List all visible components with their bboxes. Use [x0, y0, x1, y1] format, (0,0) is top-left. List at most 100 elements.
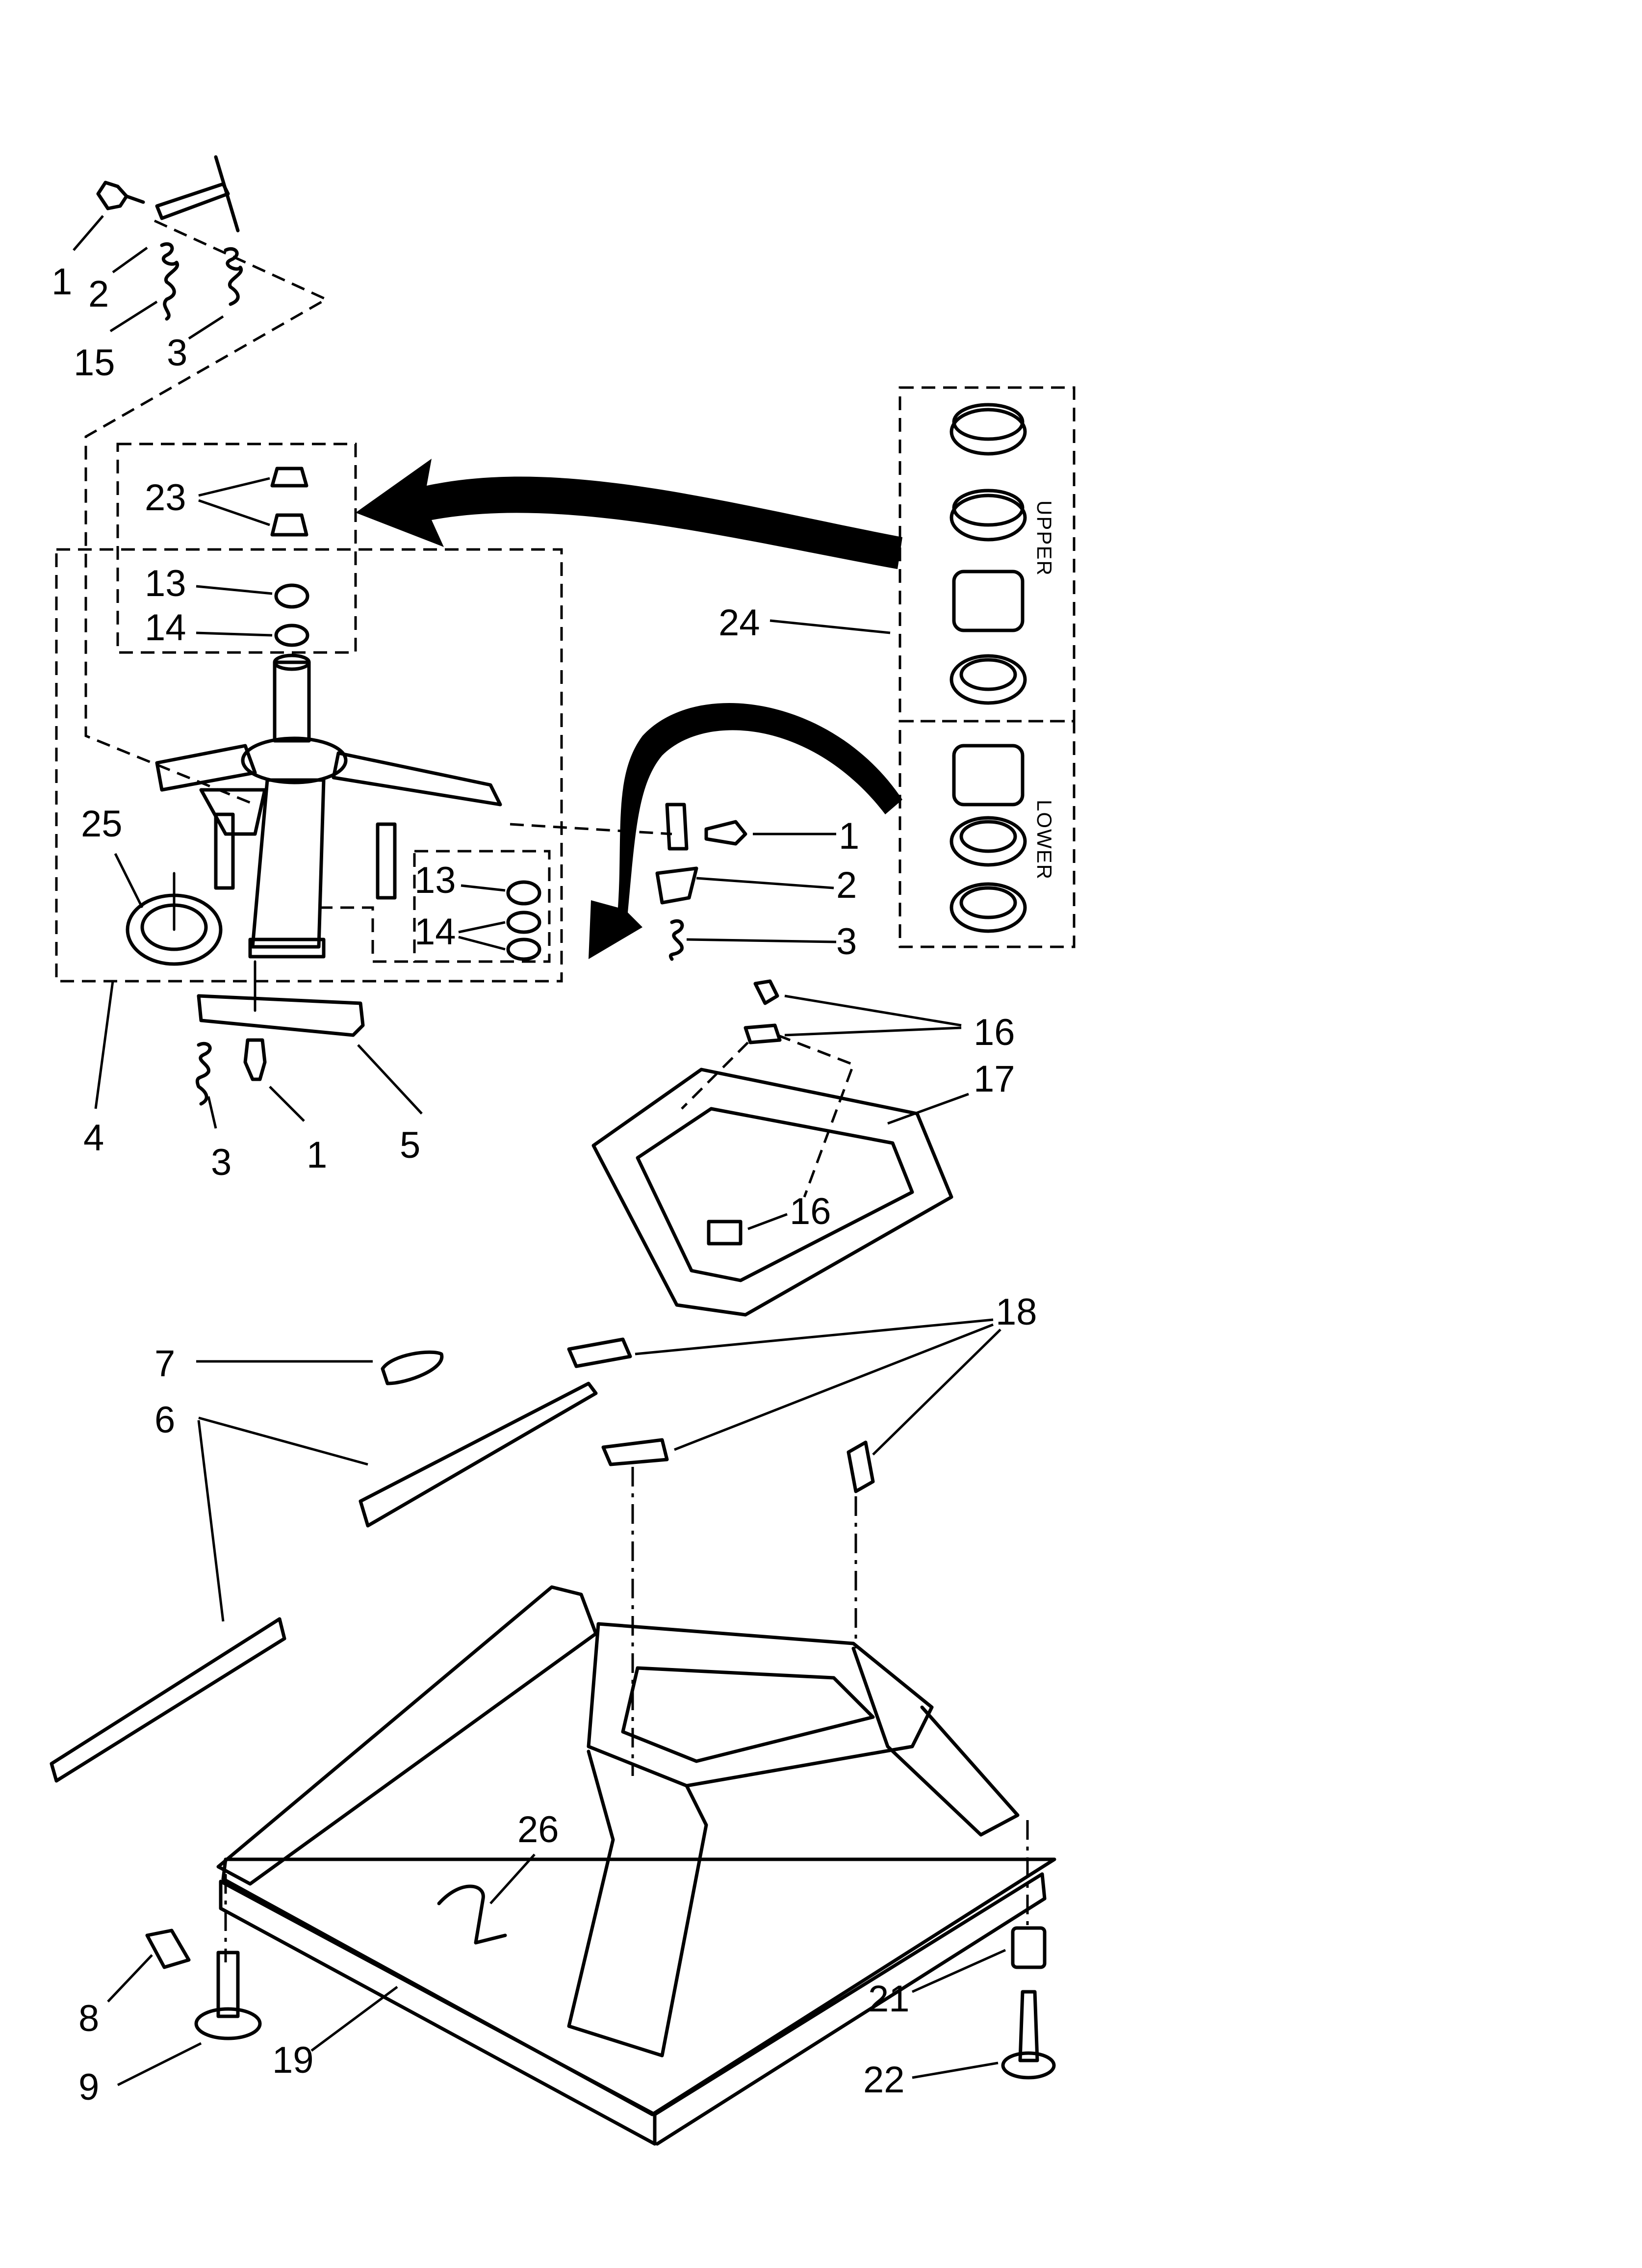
base-top-plate: [587, 1622, 934, 1788]
leader-3-right: [686, 938, 837, 943]
base-top-opening: [621, 1666, 875, 1763]
callout-14-a: 14: [145, 607, 186, 649]
callout-22: 22: [863, 2059, 905, 2101]
clip-16-a: [753, 979, 779, 1005]
leader-23-b: [198, 499, 270, 526]
transmission-assembly-box: [55, 548, 563, 983]
bushing-23-b: [270, 513, 308, 537]
leader-13-b: [461, 884, 506, 892]
bushing-14-b: [506, 911, 541, 934]
callout-3-bottom: 3: [211, 1142, 231, 1183]
callout-3-right: 3: [836, 921, 857, 963]
dashed-link-inner: [319, 906, 417, 963]
base-right-edge: [653, 1872, 1047, 2146]
callout-2-right: 2: [836, 864, 857, 906]
screw-part-1-right: [704, 820, 747, 846]
bracket-part-2-right: [665, 803, 689, 851]
dashed-assembly-line-top: [84, 219, 329, 806]
upper-ring-inner: [959, 658, 1017, 691]
leader-6-a: [198, 1416, 368, 1466]
spider-arm-right: [332, 751, 502, 807]
bracket-arm: [214, 155, 240, 233]
bracket-clip: [655, 866, 698, 905]
spring-part-15: [160, 242, 179, 321]
bushing-13-b: [506, 880, 541, 906]
pad-18-b: [601, 1438, 669, 1466]
base-leg-right: [851, 1646, 1020, 1837]
gear-case-base: [248, 938, 326, 959]
callout-5: 5: [400, 1124, 420, 1166]
spring-part-7: [381, 1350, 444, 1385]
clip-16-b: [744, 1023, 782, 1044]
arrow-lower-to-inset: [589, 703, 902, 959]
lower-kit-box: [898, 720, 1076, 948]
leader-9: [117, 2042, 202, 2086]
callout-24: 24: [718, 602, 760, 644]
upper-seal-1-top: [952, 403, 1025, 441]
callout-19: 19: [272, 2039, 314, 2081]
callout-16-mid: 16: [790, 1191, 831, 1232]
lower-bearing-gear: [952, 744, 1025, 807]
spider-arm-left: [155, 744, 257, 792]
leader-22: [912, 2061, 999, 2079]
bushing-14-c: [506, 938, 541, 961]
leader-23-a: [198, 477, 270, 497]
callout-8: 8: [78, 1998, 99, 2039]
callout-25: 25: [81, 803, 123, 845]
hook-part-26: [437, 1884, 507, 1945]
leader-25: [114, 853, 144, 909]
foot-pad-22: [1001, 2051, 1056, 2080]
callout-16-top: 16: [974, 1012, 1015, 1053]
leader-14-a: [196, 631, 273, 637]
leader-8: [107, 1954, 153, 2003]
screw-tip: [125, 194, 145, 204]
upper-kit-label: UPPER: [1033, 500, 1056, 576]
bushing-23-a: [270, 467, 308, 488]
bracket-part-2-top: [155, 182, 230, 220]
drive-shaft: [273, 660, 311, 743]
bushing-14-a: [274, 624, 309, 647]
dashed-link-bracket: [510, 823, 672, 835]
lower-ring-2-inner: [959, 886, 1017, 919]
bushing-13-a: [274, 583, 309, 609]
leader-16-mid: [747, 1213, 788, 1230]
callout-4: 4: [83, 1117, 104, 1159]
callout-labels: 1 2 15 3 23 13 14 24 25 13 14 1 2 3 4 3 …: [51, 261, 1037, 2108]
pin-part-8: [145, 1929, 191, 1969]
upper-seal-1: [949, 408, 1027, 456]
leader-21: [911, 1949, 1006, 1993]
callout-1-bottom: 1: [307, 1134, 327, 1176]
base-floor: [221, 1857, 1056, 2116]
callout-7: 7: [154, 1343, 175, 1384]
rail-part-6-lower: [50, 1617, 286, 1783]
leader-18-b: [674, 1323, 994, 1451]
spring-part-3-right: [669, 919, 684, 961]
pad-18-a: [567, 1337, 632, 1368]
leader-4: [94, 981, 114, 1109]
lower-kit-parts: [949, 744, 1027, 933]
callout-13-a: 13: [145, 563, 186, 604]
leader-26: [489, 1853, 536, 1904]
foot-pad-9: [194, 2007, 262, 2040]
callout-3-top: 3: [167, 332, 187, 374]
lower-kit-label: LOWER: [1033, 800, 1056, 880]
screw-part-1-bottom: [243, 1038, 267, 1081]
lower-ring-1-inner: [959, 820, 1017, 853]
spring-part-3-top: [224, 247, 243, 306]
arrow-upper-to-inset: [356, 459, 902, 569]
bushing-inset-box: [116, 443, 357, 654]
callout-2-top: 2: [88, 273, 109, 315]
shaft-top: [273, 653, 311, 671]
leg-left: [214, 812, 235, 890]
pad-18-c: [847, 1440, 875, 1493]
dashed-clip-path: [777, 1034, 855, 1198]
callout-23: 23: [145, 477, 186, 519]
callout-18: 18: [996, 1291, 1037, 1333]
callout-17: 17: [974, 1058, 1015, 1100]
transmission-spider: [155, 653, 502, 959]
callout-21: 21: [868, 1978, 910, 2020]
upper-seal-2-top: [952, 489, 1025, 527]
leader-16-top-b: [784, 1026, 962, 1037]
